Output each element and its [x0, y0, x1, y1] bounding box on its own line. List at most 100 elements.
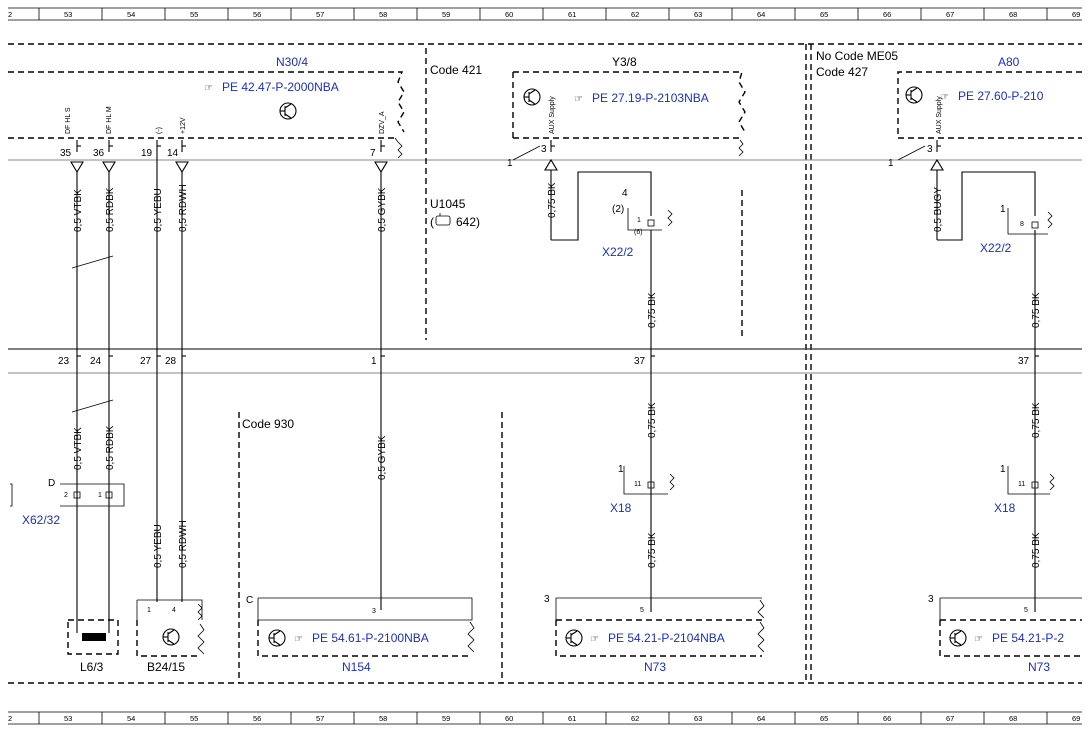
ruler-number: 53 [64, 10, 72, 19]
no-code-me05-label: No Code ME05 [816, 49, 898, 63]
ruler-number: 60 [505, 714, 513, 723]
svg-text:0,5 RDBK: 0,5 RDBK [105, 187, 116, 232]
wire-rdbk[interactable]: 0,5 RDBK 0,5 RDBK [105, 172, 116, 620]
engine-icon [435, 213, 451, 226]
component-b24-15[interactable]: 1 4 B24/15 [136, 599, 205, 674]
transistor-icon [905, 86, 923, 104]
component-n154[interactable]: C 3 ☞ PE 54.61-P-2100NBA N154 [246, 595, 475, 674]
ruler-number: 64 [757, 714, 765, 723]
u1045-label: U1045 [430, 197, 466, 211]
svg-text:24: 24 [90, 356, 102, 367]
wire-rdwh[interactable]: 0,5 RDWH 0,5 RDWH [178, 172, 189, 602]
svg-text:1: 1 [98, 492, 102, 499]
component-n73-a[interactable]: 3 5 ☞ PE 54.21-P-2104NBA N73 [544, 594, 765, 674]
ruler-number: 69 [1072, 714, 1080, 723]
wire-a80-bugy[interactable]: 0,5 BUGY 0,75 BK 0,75 BK 0,75 BK [933, 170, 1042, 612]
transistor-icon [565, 629, 583, 647]
svg-text:0,5 BUGY: 0,5 BUGY [933, 187, 944, 232]
svg-text:4: 4 [622, 188, 628, 199]
wire-y3-8-bk[interactable]: 0,75 BK 0,75 BK 0,75 BK 0,75 BK [547, 170, 658, 612]
x18-a-name: X18 [610, 501, 632, 515]
ruler-number: 62 [631, 714, 639, 723]
svg-text:☞: ☞ [294, 634, 303, 645]
svg-text:3: 3 [372, 608, 376, 615]
svg-text:0,5 GYBK: 0,5 GYBK [377, 435, 388, 480]
n73-b-name: N73 [1028, 660, 1050, 674]
connector-x22-2-b[interactable]: 1 8 X22/2 [980, 204, 1053, 255]
module-y3-8[interactable]: Y3/8 ☞ PE 27.19-P-2103NBA [512, 55, 746, 157]
upper-pin-numbers: 35 36 19 14 7 3 3 1 1 [60, 144, 933, 169]
svg-text:0,5 VTBK: 0,5 VTBK [73, 189, 84, 232]
ruler-number: 66 [883, 10, 891, 19]
ruler-number: 55 [190, 714, 198, 723]
module-a80-ref[interactable]: PE 27.60-P-210 [958, 89, 1044, 103]
connector-x18-b[interactable]: 1 11 X18 [994, 464, 1055, 515]
svg-text:(: ( [430, 215, 434, 229]
x62-32-name: X62/32 [22, 513, 60, 527]
ruler-number: 64 [757, 10, 765, 19]
b24-15-name: B24/15 [147, 660, 185, 674]
svg-text:1: 1 [1000, 464, 1006, 475]
svg-text:0,5 RDWH: 0,5 RDWH [178, 184, 189, 232]
svg-text:☞: ☞ [204, 83, 213, 94]
ruler-number: 59 [442, 10, 450, 19]
svg-text:28: 28 [165, 356, 177, 367]
wire-yebu[interactable]: 0,5 YEBU 0,5 YEBU [153, 152, 164, 602]
ruler-number: 55 [190, 10, 198, 19]
module-a80[interactable]: A80 ☞ PE 27.60-P-210 [897, 55, 1082, 139]
code-421-label: Code 421 [430, 63, 482, 77]
wire-gybk[interactable]: 0,5 GYBK 0,5 GYBK [377, 172, 388, 610]
ruler-number: 54 [127, 714, 135, 723]
svg-text:1: 1 [1000, 204, 1006, 215]
svg-text:AUX Supply: AUX Supply [936, 96, 943, 134]
svg-text:3: 3 [927, 144, 933, 155]
n73-b-ref: PE 54.21-P-2 [992, 631, 1064, 645]
n73-a-name: N73 [644, 660, 666, 674]
svg-text:1: 1 [618, 464, 624, 475]
svg-text:☞: ☞ [940, 92, 949, 103]
ruler-number: 2 [8, 10, 12, 19]
component-n73-b[interactable]: 3 5 ☞ PE 54.21-P-2 N73 [928, 594, 1082, 674]
svg-text:☞: ☞ [574, 94, 583, 105]
module-y3-8-ref[interactable]: PE 27.19-P-2103NBA [592, 91, 709, 105]
ruler-number: 58 [379, 10, 387, 19]
connector-x22-2-a[interactable]: 4 (2) 1 (6) X22/2 [602, 188, 673, 259]
svg-text:3: 3 [928, 594, 934, 605]
module-n30-4-name: N30/4 [276, 55, 308, 69]
module-a80-name: A80 [998, 55, 1020, 69]
x22-2-b-name: X22/2 [980, 241, 1012, 255]
svg-text:0,75 BK: 0,75 BK [647, 532, 658, 568]
connector-x18-a[interactable]: 1 11 X18 [610, 464, 675, 515]
transistor-icon [279, 102, 297, 120]
svg-text:0,5 VTBK: 0,5 VTBK [73, 427, 84, 470]
svg-text:0,75 BK: 0,75 BK [1031, 402, 1042, 438]
ruler-number: 61 [568, 10, 576, 19]
svg-text:36: 36 [93, 148, 105, 159]
wire-vtbk[interactable]: 0,5 VTBK 0,5 VTBK [73, 172, 84, 620]
module-n30-4-ref[interactable]: PE 42.47-P-2000NBA [222, 80, 339, 94]
svg-text:3: 3 [541, 144, 547, 155]
svg-text:1: 1 [147, 607, 151, 614]
svg-text:8: 8 [1020, 221, 1024, 228]
svg-text:(2): (2) [612, 204, 624, 215]
svg-text:3: 3 [544, 594, 550, 605]
svg-text:2: 2 [64, 492, 68, 499]
connector-x62-32[interactable]: D 2 1 X62/32 [10, 478, 125, 527]
ruler-number: 53 [64, 714, 72, 723]
svg-text:0,75 BK: 0,75 BK [647, 292, 658, 328]
module-n30-4[interactable]: N30/4 ☞ PE 42.47-P-2000NBA [8, 55, 405, 159]
ruler-number: 56 [253, 714, 261, 723]
ruler-number: 65 [820, 714, 828, 723]
ruler-number: 63 [694, 10, 702, 19]
ruler-number: 68 [1009, 10, 1017, 19]
x22-2-a-name: X22/2 [602, 245, 634, 259]
svg-text:27: 27 [140, 356, 152, 367]
svg-text:11: 11 [634, 481, 641, 488]
svg-text:DF HL S: DF HL S [65, 107, 72, 134]
component-l6-3[interactable]: L6/3 [67, 619, 119, 674]
svg-text:1: 1 [371, 356, 377, 367]
svg-text:1: 1 [507, 158, 513, 169]
middle-pin-numbers: 23 24 27 28 1 37 37 [58, 355, 1039, 367]
